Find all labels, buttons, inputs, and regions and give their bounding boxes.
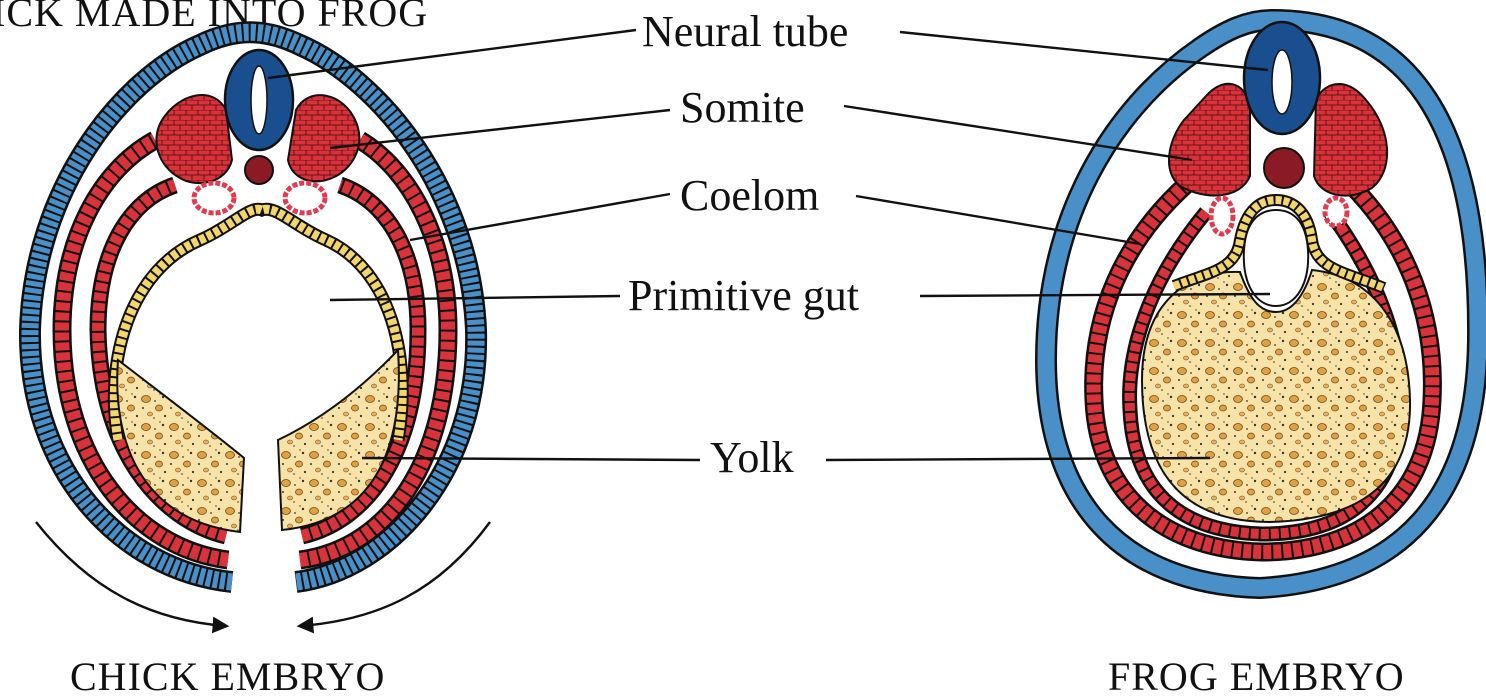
frog-neural-tube — [1244, 22, 1320, 134]
frog-notochord — [1264, 148, 1304, 188]
chick-embryo — [30, 32, 490, 626]
label-neural-tube: Neural tube — [642, 7, 848, 56]
chick-yolk-right — [278, 350, 399, 530]
caption-frog-embryo: FROG EMBRYO — [1108, 654, 1405, 699]
chick-somite-left — [156, 95, 232, 183]
label-somite: Somite — [680, 83, 805, 132]
label-yolk: Yolk — [710, 433, 794, 482]
caption-chick-embryo: CHICK EMBRYO — [70, 654, 385, 699]
frog-coelom-right — [1325, 198, 1347, 226]
label-coelom: Coelom — [680, 171, 819, 220]
chick-coelom-left — [194, 183, 234, 213]
leader-yolk-left — [362, 458, 700, 460]
chick-somite-right — [288, 95, 359, 181]
frog-primitive-gut-cavity — [1244, 210, 1308, 306]
frog-embryo — [1046, 20, 1478, 588]
frog-coelom-left — [1211, 198, 1233, 234]
label-primitive-gut: Primitive gut — [628, 271, 859, 320]
chick-notochord — [245, 156, 273, 184]
chick-neural-tube — [225, 50, 293, 150]
chick-coelom-right — [285, 183, 325, 213]
